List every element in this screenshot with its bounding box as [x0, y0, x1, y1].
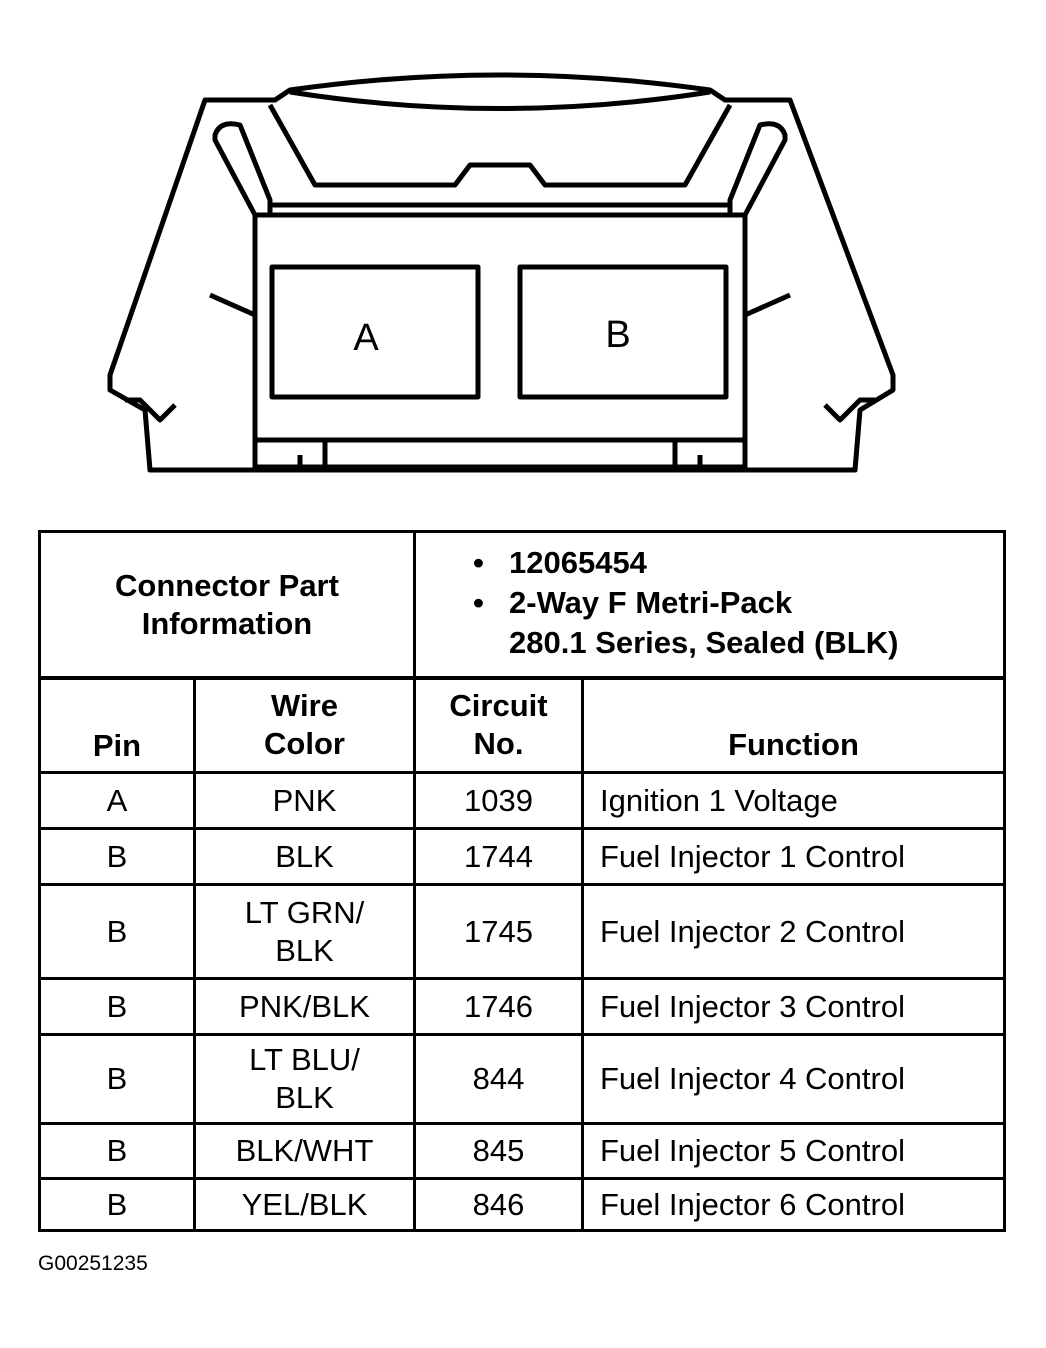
row-function: Fuel Injector 6 Control [600, 1186, 905, 1222]
row-wire-color: YEL/BLK [196, 1180, 413, 1229]
cavity-a-label: A [353, 317, 379, 359]
wire-color-line1: YEL/BLK [241, 1186, 368, 1222]
connector-lock-arch [267, 103, 733, 188]
row-wire-color: PNK/BLK [196, 980, 413, 1033]
row-pin: A [106, 782, 128, 818]
cavity-b-label: B [605, 314, 630, 356]
wire-color-line1: BLK/WHT [235, 1133, 374, 1168]
connector-face-diagram: A B [107, 72, 896, 473]
bullet-icon: • [473, 585, 484, 620]
header-circuit: Circuit No. [416, 679, 581, 771]
row-circuit: 1039 [464, 782, 533, 818]
connector-top-curve [289, 89, 711, 111]
part-info-label: Connector Part Information [41, 533, 413, 676]
part-info-label-line2: Information [141, 605, 313, 641]
row-circuit: 1746 [464, 988, 533, 1024]
row-wire-color: BLK/WHT [196, 1125, 413, 1177]
row-circuit: 846 [472, 1186, 525, 1222]
row-pin: B [106, 1061, 128, 1096]
row-circuit: 845 [472, 1133, 525, 1168]
wire-color-line1: PNK/BLK [239, 988, 370, 1024]
row-function: Fuel Injector 2 Control [600, 913, 905, 949]
row-pin: B [106, 838, 128, 874]
table-divider [413, 533, 416, 1229]
row-circuit: 844 [472, 1061, 525, 1096]
table-divider [41, 977, 1003, 980]
row-wire-color: PNK [196, 774, 413, 827]
table-divider [41, 1122, 1003, 1125]
row-function: Fuel Injector 3 Control [600, 988, 905, 1024]
connector-housing-outline [107, 72, 896, 473]
part-number: 12065454 [509, 545, 647, 580]
header-circuit-line1: Circuit [449, 688, 548, 723]
table-divider [41, 883, 1003, 886]
row-wire-color: LT BLU/ BLK [196, 1036, 413, 1122]
header-pin: Pin [92, 728, 142, 763]
table-divider [41, 1177, 1003, 1180]
row-function: Fuel Injector 1 Control [600, 838, 905, 874]
part-description-line1: 2-Way F Metri-Pack [509, 585, 793, 620]
wire-color-line1: LT GRN/ [244, 894, 365, 930]
row-circuit: 1745 [464, 913, 533, 949]
row-wire-color: LT GRN/ BLK [196, 886, 413, 977]
header-circuit-line2: No. [473, 726, 524, 761]
wire-color-line2: BLK [275, 1080, 334, 1115]
bullet-icon: • [473, 545, 484, 580]
row-pin: B [106, 1133, 128, 1168]
part-info-label-line1: Connector Part [115, 567, 339, 603]
table-divider [41, 1033, 1003, 1036]
table-divider [581, 679, 584, 1229]
row-pin: B [106, 913, 128, 949]
wire-color-line2: BLK [275, 932, 334, 968]
header-wire-color: Wire Color [196, 679, 413, 771]
table-divider [41, 827, 1003, 830]
wire-color-line1: LT BLU/ [249, 1042, 360, 1077]
header-wire-color-line1: Wire [271, 688, 338, 723]
cavity-b [517, 264, 729, 400]
header-wire-color-line2: Color [264, 726, 345, 761]
row-function: Fuel Injector 4 Control [600, 1061, 905, 1096]
row-wire-color: BLK [196, 830, 413, 883]
figure-id: G00251235 [38, 1252, 148, 1275]
wire-color-line1: BLK [275, 838, 334, 874]
cavity-a [269, 264, 481, 400]
row-function: Ignition 1 Voltage [600, 782, 838, 818]
wire-color-line1: PNK [272, 782, 337, 818]
table-divider [41, 771, 1003, 774]
row-function: Fuel Injector 5 Control [600, 1133, 905, 1168]
left-latch [212, 121, 273, 218]
connector-table: Connector Part Information • 12065454 • … [38, 530, 1006, 1232]
table-divider [193, 679, 196, 1229]
row-pin: B [106, 988, 128, 1024]
table-divider [41, 676, 1003, 680]
part-info-details: • 12065454 • 2-Way F Metri-Pack 280.1 Se… [413, 533, 1003, 676]
right-latch [727, 121, 788, 218]
row-pin: B [106, 1186, 128, 1222]
connector-body [252, 212, 748, 470]
header-function: Function [728, 727, 859, 762]
row-circuit: 1744 [464, 838, 533, 874]
part-description-line2: 280.1 Series, Sealed (BLK) [509, 625, 899, 660]
